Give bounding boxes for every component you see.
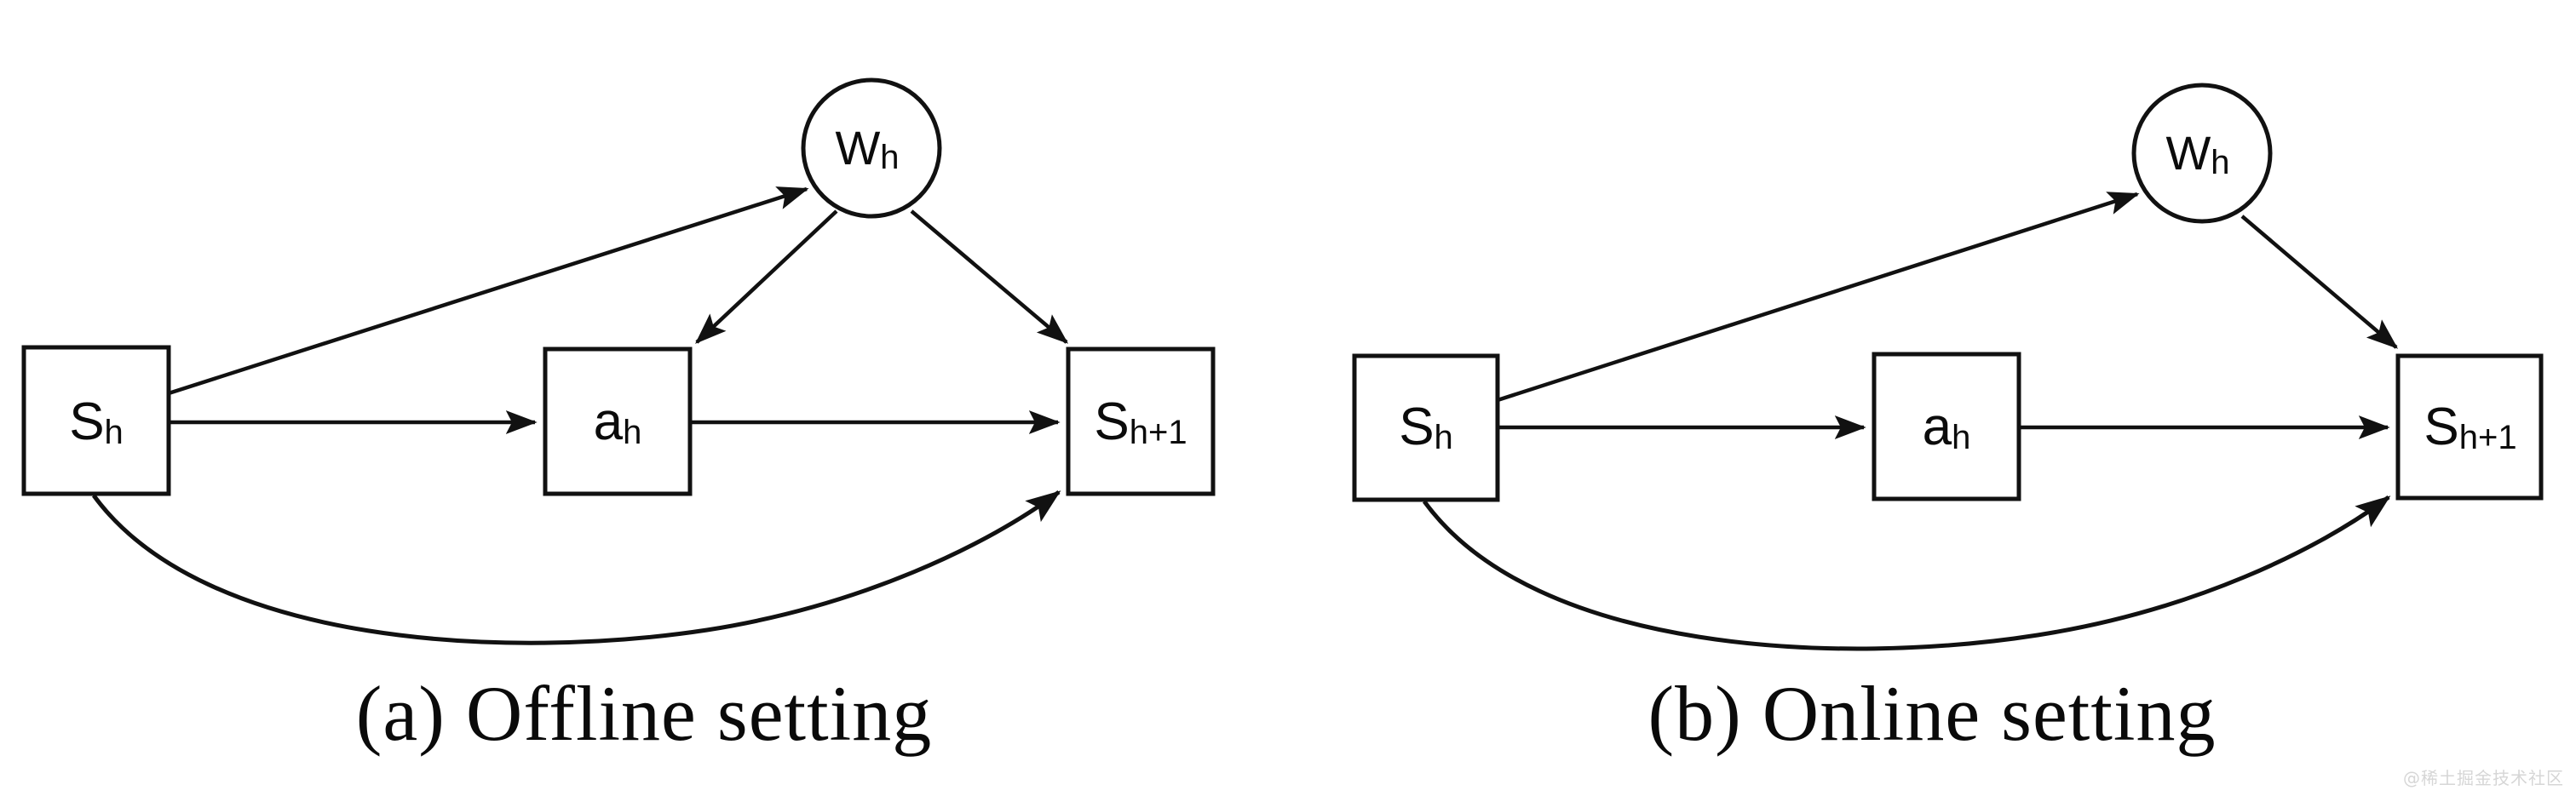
edge-wh-to-sh1 [910,209,1069,344]
node-wh-label: Wh [835,121,899,176]
node-sh1-box [1066,346,1216,496]
edge-wh-to-ah [695,209,838,344]
node-sh-label: Sh [69,392,124,451]
edge-wh-to-sh1 [2240,215,2399,349]
online-graph: Sh ah Sh+1 Wh [1352,83,2544,651]
node-ah-label: ah [1923,398,1971,456]
node-ah: ah [1872,352,2021,501]
node-wh-circle [801,77,942,219]
edge-sh-to-wh [168,186,809,396]
watermark-text: @稀土掘金技术社区 [2403,768,2564,788]
node-sh-box [21,345,171,496]
node-wh-circle [2131,83,2273,224]
node-sh-label: Sh [1399,398,1453,456]
edge-sh-to-sh1-curved [91,490,1061,645]
edge-sh-to-sh1-curved [1422,495,2391,651]
node-sh1: Sh+1 [1066,346,1216,496]
offline-graph: Sh ah Sh+1 Wh [21,77,1216,645]
node-sh1-box [2395,353,2544,501]
panel-online-setting: Sh ah Sh+1 Wh (b) Online setting [1288,0,2576,796]
node-wh: Wh [2131,83,2273,224]
node-sh1: Sh+1 [2395,353,2544,501]
node-sh: Sh [21,345,171,496]
node-sh: Sh [1352,353,1500,502]
node-ah-label: ah [594,392,642,451]
node-ah: ah [543,346,693,496]
node-wh: Wh [801,77,942,219]
edge-sh-to-wh [1497,192,2140,403]
node-wh-label: Wh [2165,126,2229,181]
node-ah-box [1872,352,2021,501]
caption-online: (b) Online setting [1647,670,2217,757]
caption-offline: (a) Offline setting [355,670,933,757]
node-sh1-label: Sh+1 [2424,398,2516,456]
panel-offline-setting: Sh ah Sh+1 Wh (a) Offline setting [21,77,1216,757]
node-sh-box [1352,353,1500,502]
node-sh1-label: Sh+1 [1094,392,1187,451]
node-ah-box [543,346,693,496]
